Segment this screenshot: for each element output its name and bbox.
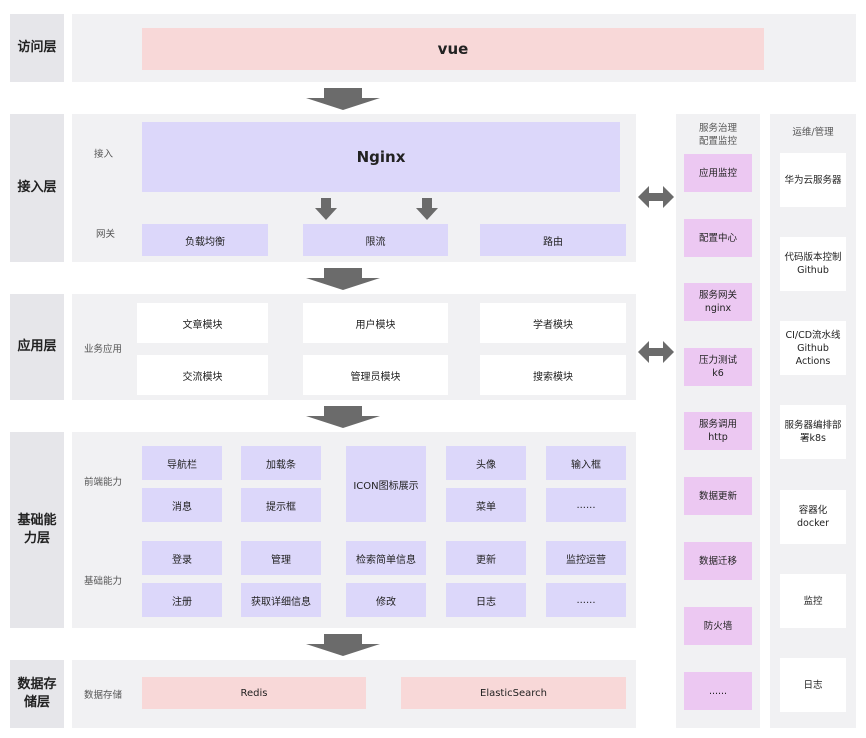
ops-k8s: 服务器编排部 署k8s (780, 405, 846, 459)
arrow-down-icon (306, 268, 380, 290)
backend-monitoring: 监控运营 (546, 541, 626, 575)
ops-version-control: 代码版本控制 Github (780, 237, 846, 291)
backend-modify: 修改 (346, 583, 426, 617)
gov-service-call: 服务调用 http (684, 412, 752, 450)
sub-label-backend: 基础能力 (84, 576, 123, 587)
gov-gateway-nginx: 服务网关 nginx (684, 283, 752, 321)
layer-label-access: 访问层 (10, 14, 64, 82)
backend-detail-info: 获取详细信息 (241, 583, 321, 617)
frontend-message: 消息 (142, 488, 222, 522)
ops-monitor: 监控 (780, 574, 846, 628)
frontend-avatar: 头像 (446, 446, 526, 480)
sub-label-gateway: 网关 (96, 229, 116, 240)
frontend-more: ...... (546, 488, 626, 522)
backend-more: ...... (546, 583, 626, 617)
backend-manage: 管理 (241, 541, 321, 575)
arrow-down-icon (306, 406, 380, 428)
sub-label-business: 业务应用 (84, 344, 123, 355)
backend-simple-search: 检索简单信息 (346, 541, 426, 575)
frontend-tooltip: 提示框 (241, 488, 321, 522)
arrow-down-icon (315, 198, 337, 220)
backend-log: 日志 (446, 583, 526, 617)
frontend-menu: 菜单 (446, 488, 526, 522)
gov-data-update: 数据更新 (684, 477, 752, 515)
layer-label-ingress: 接入层 (10, 114, 64, 262)
frontend-input: 输入框 (546, 446, 626, 480)
arrow-down-icon (306, 634, 380, 656)
sub-label-frontend: 前端能力 (84, 477, 123, 488)
ops-cicd: CI/CD流水线 Github Actions (780, 321, 846, 375)
backend-register: 注册 (142, 583, 222, 617)
backend-update: 更新 (446, 541, 526, 575)
layer-label-application: 应用层 (10, 294, 64, 400)
ops-huawei-cloud: 华为云服务器 (780, 153, 846, 207)
governance-title: 服务治理 配置监控 (698, 123, 737, 147)
arrow-down-icon (416, 198, 438, 220)
gateway-load-balance: 负载均衡 (142, 224, 268, 256)
layer-label-storage: 数据存储层 (10, 660, 64, 728)
storage-redis: Redis (142, 677, 366, 709)
module-scholar: 学者模块 (480, 303, 626, 343)
storage-elasticsearch: ElasticSearch (401, 677, 626, 709)
gov-data-migration: 数据迁移 (684, 542, 752, 580)
layer-label-foundation: 基础能力层 (10, 432, 64, 628)
vue-box: vue (142, 28, 764, 70)
sub-label-access: 接入 (94, 149, 114, 160)
module-admin: 管理员模块 (303, 355, 448, 395)
nginx-box: Nginx (142, 122, 620, 192)
gov-firewall: 防火墙 (684, 607, 752, 645)
module-user: 用户模块 (303, 303, 448, 343)
gateway-rate-limit: 限流 (303, 224, 448, 256)
module-search: 搜索模块 (480, 355, 626, 395)
frontend-loading-bar: 加载条 (241, 446, 321, 480)
ops-log: 日志 (780, 658, 846, 712)
gov-app-monitor: 应用监控 (684, 154, 752, 192)
double-arrow-icon (638, 341, 674, 363)
gateway-routing: 路由 (480, 224, 626, 256)
sub-label-storage: 数据存储 (84, 690, 123, 701)
gov-more: ...... (684, 672, 752, 710)
frontend-icon-display: ICON图标展示 (346, 446, 426, 522)
ops-title: 运维/管理 (792, 127, 834, 138)
ops-docker: 容器化 docker (780, 490, 846, 544)
module-communication: 交流模块 (137, 355, 268, 395)
double-arrow-icon (638, 186, 674, 208)
arrow-down-icon (306, 88, 380, 110)
module-article: 文章模块 (137, 303, 268, 343)
backend-login: 登录 (142, 541, 222, 575)
frontend-navbar: 导航栏 (142, 446, 222, 480)
gov-stress-test: 压力测试 k6 (684, 348, 752, 386)
gov-config-center: 配置中心 (684, 219, 752, 257)
